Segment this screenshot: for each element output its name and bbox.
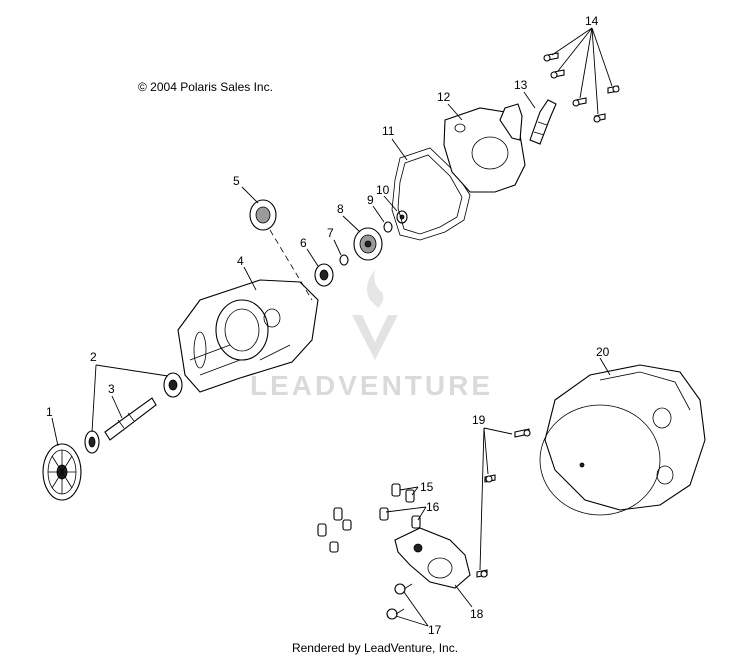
part-18-pump — [394, 527, 471, 589]
callout-1: 1 — [46, 405, 53, 419]
callout-4: 4 — [237, 254, 244, 268]
part-4-housing — [177, 279, 319, 393]
callout-20: 20 — [596, 345, 610, 359]
callout-6: 6 — [300, 236, 307, 250]
part-12-pump-cover — [443, 103, 526, 193]
part-17-screws — [386, 583, 413, 620]
copyright-text: © 2004 Polaris Sales Inc. — [138, 80, 273, 94]
part-6-bushing — [314, 263, 334, 287]
callout-9: 9 — [367, 193, 374, 207]
part-11-gasket — [391, 147, 471, 241]
rendered-by-text: Rendered by LeadVenture, Inc. — [291, 641, 459, 655]
part-1-gear — [42, 443, 82, 501]
callout-2: 2 — [90, 350, 97, 364]
part-15-16-fittings — [317, 483, 421, 553]
callout-15: 15 — [420, 480, 434, 494]
part-19-bolts — [476, 428, 531, 578]
watermark-text: LEADVENTURE — [250, 370, 493, 401]
callout-18: 18 — [470, 607, 484, 621]
callout-labels: 1 2 3 4 5 6 7 8 9 10 11 12 13 14 15 16 1… — [46, 14, 610, 637]
callout-5: 5 — [233, 174, 240, 188]
part-3-shaft — [104, 397, 157, 441]
callout-7: 7 — [327, 226, 334, 240]
callout-8: 8 — [337, 202, 344, 216]
part-2-bearings — [84, 372, 183, 454]
callout-19: 19 — [472, 413, 486, 427]
part-7-washer — [339, 254, 349, 266]
callout-14: 14 — [585, 14, 599, 28]
callout-13: 13 — [514, 78, 528, 92]
callout-17: 17 — [428, 623, 442, 637]
callout-12: 12 — [437, 90, 451, 104]
part-5-seal — [249, 199, 277, 231]
callout-10: 10 — [376, 183, 390, 197]
leadventure-watermark: LEADVENTURE — [250, 270, 493, 401]
callout-11: 11 — [382, 124, 395, 138]
part-8-impeller — [353, 227, 383, 261]
part-20-cover — [539, 364, 706, 516]
part-13-fitting — [529, 99, 557, 145]
part-9-washer — [383, 221, 393, 233]
callout-16: 16 — [426, 500, 440, 514]
leader-lines — [51, 27, 613, 627]
part-14-bolts — [543, 52, 620, 123]
callout-3: 3 — [108, 382, 115, 396]
